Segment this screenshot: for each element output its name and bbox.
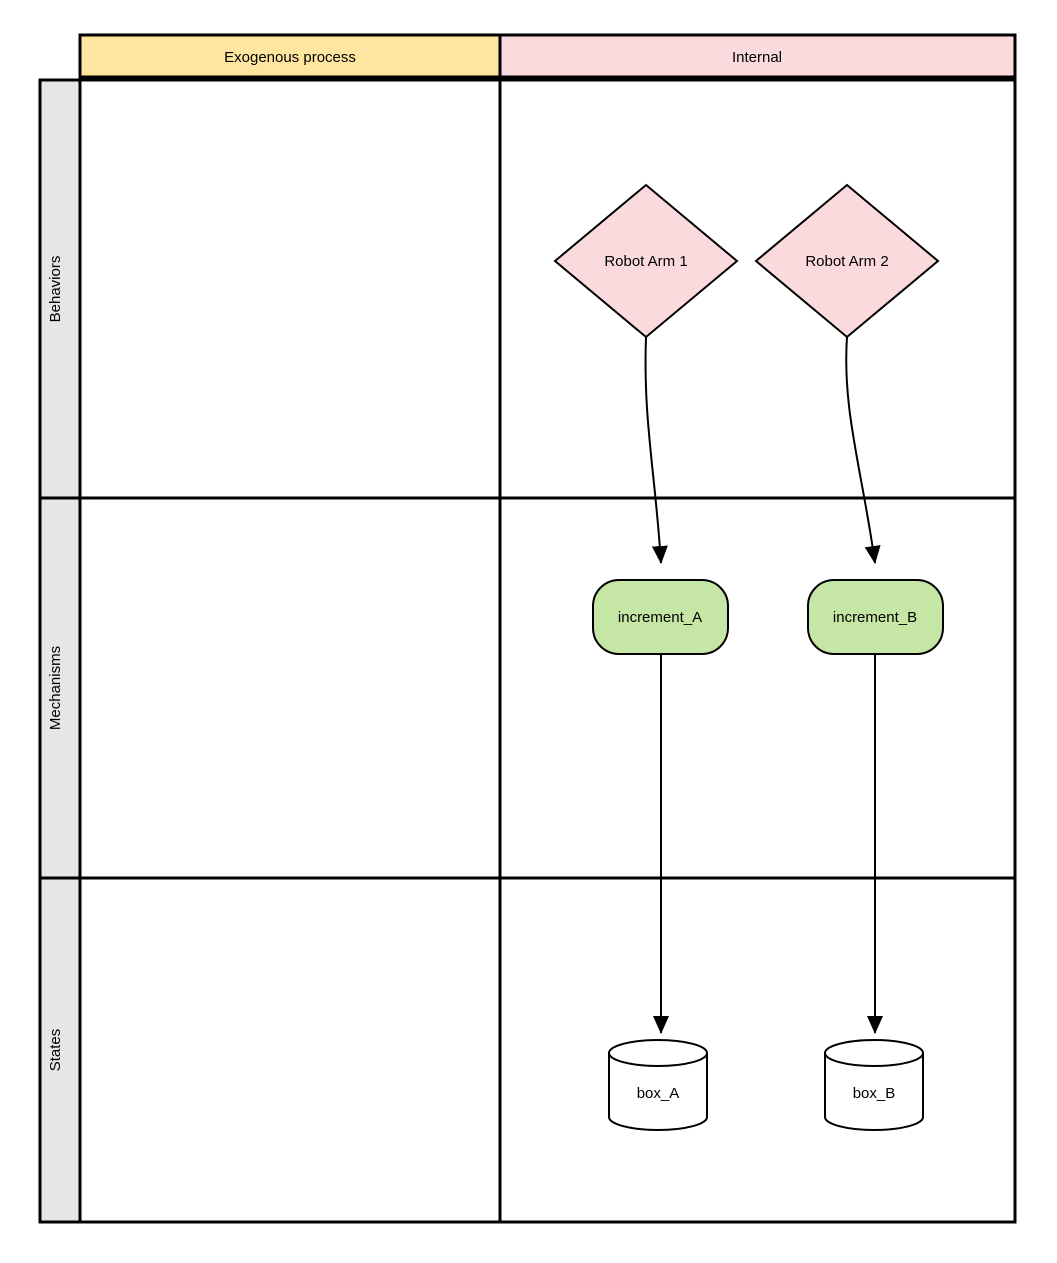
row-headers: Behaviors Mechanisms States	[38, 78, 82, 1224]
column-headers: Exogenous process Internal	[78, 33, 1017, 79]
box-a-cylinder-top	[608, 1039, 708, 1067]
cell-mechanisms-exogenous	[78, 496, 502, 880]
edge-robot-arm-1-to-increment-a[interactable]	[644, 336, 668, 564]
increment-a-label: increment_A	[618, 609, 702, 626]
box-b-label: box_B	[853, 1085, 896, 1102]
box-b-cylinder-body	[824, 1052, 924, 1131]
row-header-behaviors-box	[38, 78, 82, 500]
column-header-exogenous[interactable]: Exogenous process	[78, 33, 502, 79]
node-increment-a[interactable]: increment_A	[592, 579, 729, 655]
column-header-internal-label: Internal	[732, 49, 782, 66]
edge-robot-arm-2-to-increment-b[interactable]	[845, 336, 881, 564]
robot-arm-1-diamond-shape	[553, 183, 739, 339]
row-header-states[interactable]: States	[38, 876, 82, 1224]
node-box-b[interactable]: box_B	[824, 1039, 924, 1131]
node-increment-b[interactable]: increment_B	[807, 579, 944, 655]
increment-b-shape	[807, 579, 944, 655]
row-header-states-label: States	[47, 1029, 64, 1072]
increment-a-shape	[592, 579, 729, 655]
row-header-states-box	[38, 876, 82, 1224]
robot-arm-1-label: Robot Arm 1	[604, 253, 687, 270]
box-a-cylinder-body	[608, 1052, 708, 1131]
row-header-mechanisms-label: Mechanisms	[47, 646, 64, 730]
column-header-internal[interactable]: Internal	[498, 33, 1017, 79]
node-robot-arm-2[interactable]: Robot Arm 2	[754, 183, 940, 339]
node-box-a[interactable]: box_A	[608, 1039, 708, 1131]
grid-cells	[78, 78, 1017, 1224]
column-header-exogenous-box	[78, 33, 502, 79]
node-robot-arm-1[interactable]: Robot Arm 1	[553, 183, 739, 339]
row-header-behaviors[interactable]: Behaviors	[38, 78, 82, 500]
box-a-label: box_A	[637, 1085, 680, 1102]
cell-states-internal	[498, 876, 1017, 1224]
row-header-behaviors-label: Behaviors	[47, 256, 64, 323]
edges	[644, 336, 883, 1034]
robot-arm-2-label: Robot Arm 2	[805, 253, 888, 270]
column-header-internal-box	[498, 33, 1017, 79]
cell-states-exogenous	[78, 876, 502, 1224]
row-header-mechanisms[interactable]: Mechanisms	[38, 496, 82, 880]
cell-behaviors-internal	[498, 78, 1017, 500]
robot-arm-2-diamond-shape	[754, 183, 940, 339]
cell-behaviors-exogenous	[78, 78, 502, 500]
increment-b-label: increment_B	[833, 609, 917, 626]
box-b-cylinder-top	[824, 1039, 924, 1067]
cell-mechanisms-internal	[498, 496, 1017, 880]
column-header-exogenous-label: Exogenous process	[224, 49, 356, 66]
